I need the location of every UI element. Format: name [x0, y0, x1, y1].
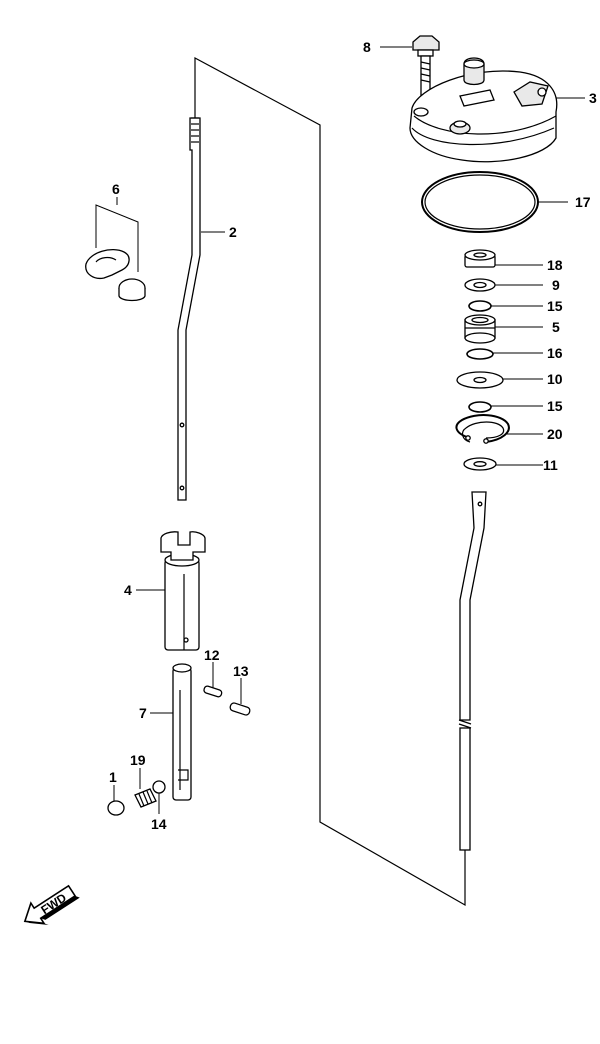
callout-6: 6: [112, 181, 120, 197]
callout-20: 20: [547, 426, 563, 442]
shift-cover: [409, 57, 558, 163]
assembly-outline: [194, 56, 466, 907]
callout-1: 1: [109, 769, 117, 785]
washer-9: [464, 278, 496, 292]
callout-19: 19: [130, 752, 146, 768]
shift-rod-guide: [160, 531, 206, 651]
bushing: [464, 249, 496, 268]
o-ring-small-upper: [468, 300, 492, 312]
rod-clip-assembly: [85, 204, 146, 302]
callout-14: 14: [151, 816, 167, 832]
callout-9: 9: [552, 277, 560, 293]
callout-7: 7: [139, 705, 147, 721]
callout-12: 12: [204, 647, 220, 663]
detent-parts: [107, 780, 166, 816]
callout-13: 13: [233, 663, 249, 679]
washer-11: [463, 457, 497, 471]
shift-rod-lower: [172, 663, 192, 801]
callout-10: 10: [547, 371, 563, 387]
washer-10: [456, 371, 504, 389]
seal: [464, 314, 496, 344]
callout-2: 2: [229, 224, 237, 240]
callout-5: 5: [552, 319, 560, 335]
leader-lines: [113, 46, 585, 814]
callout-11: 11: [543, 457, 558, 473]
circlip: [455, 414, 510, 444]
callout-3: 3: [589, 90, 597, 106]
pins: [203, 685, 251, 716]
o-ring-16: [466, 348, 494, 360]
callout-8: 8: [363, 39, 371, 55]
callout-15-upper: 15: [547, 298, 563, 314]
callout-16: 16: [547, 345, 563, 361]
callout-17: 17: [575, 194, 591, 210]
o-ring-large: [421, 171, 539, 233]
callout-18: 18: [547, 257, 563, 273]
lower-rod: [458, 491, 487, 851]
o-ring-small-lower: [468, 401, 492, 413]
callout-15-lower: 15: [547, 398, 563, 414]
bolt: [412, 35, 440, 97]
callouts: 8 3 17 18 9 15 5 16 10 15 20 11 2 6 4 12…: [109, 39, 597, 832]
shift-rod-upper: [177, 117, 201, 501]
fwd-arrow-icon: FWD: [23, 884, 80, 925]
callout-4: 4: [124, 582, 132, 598]
